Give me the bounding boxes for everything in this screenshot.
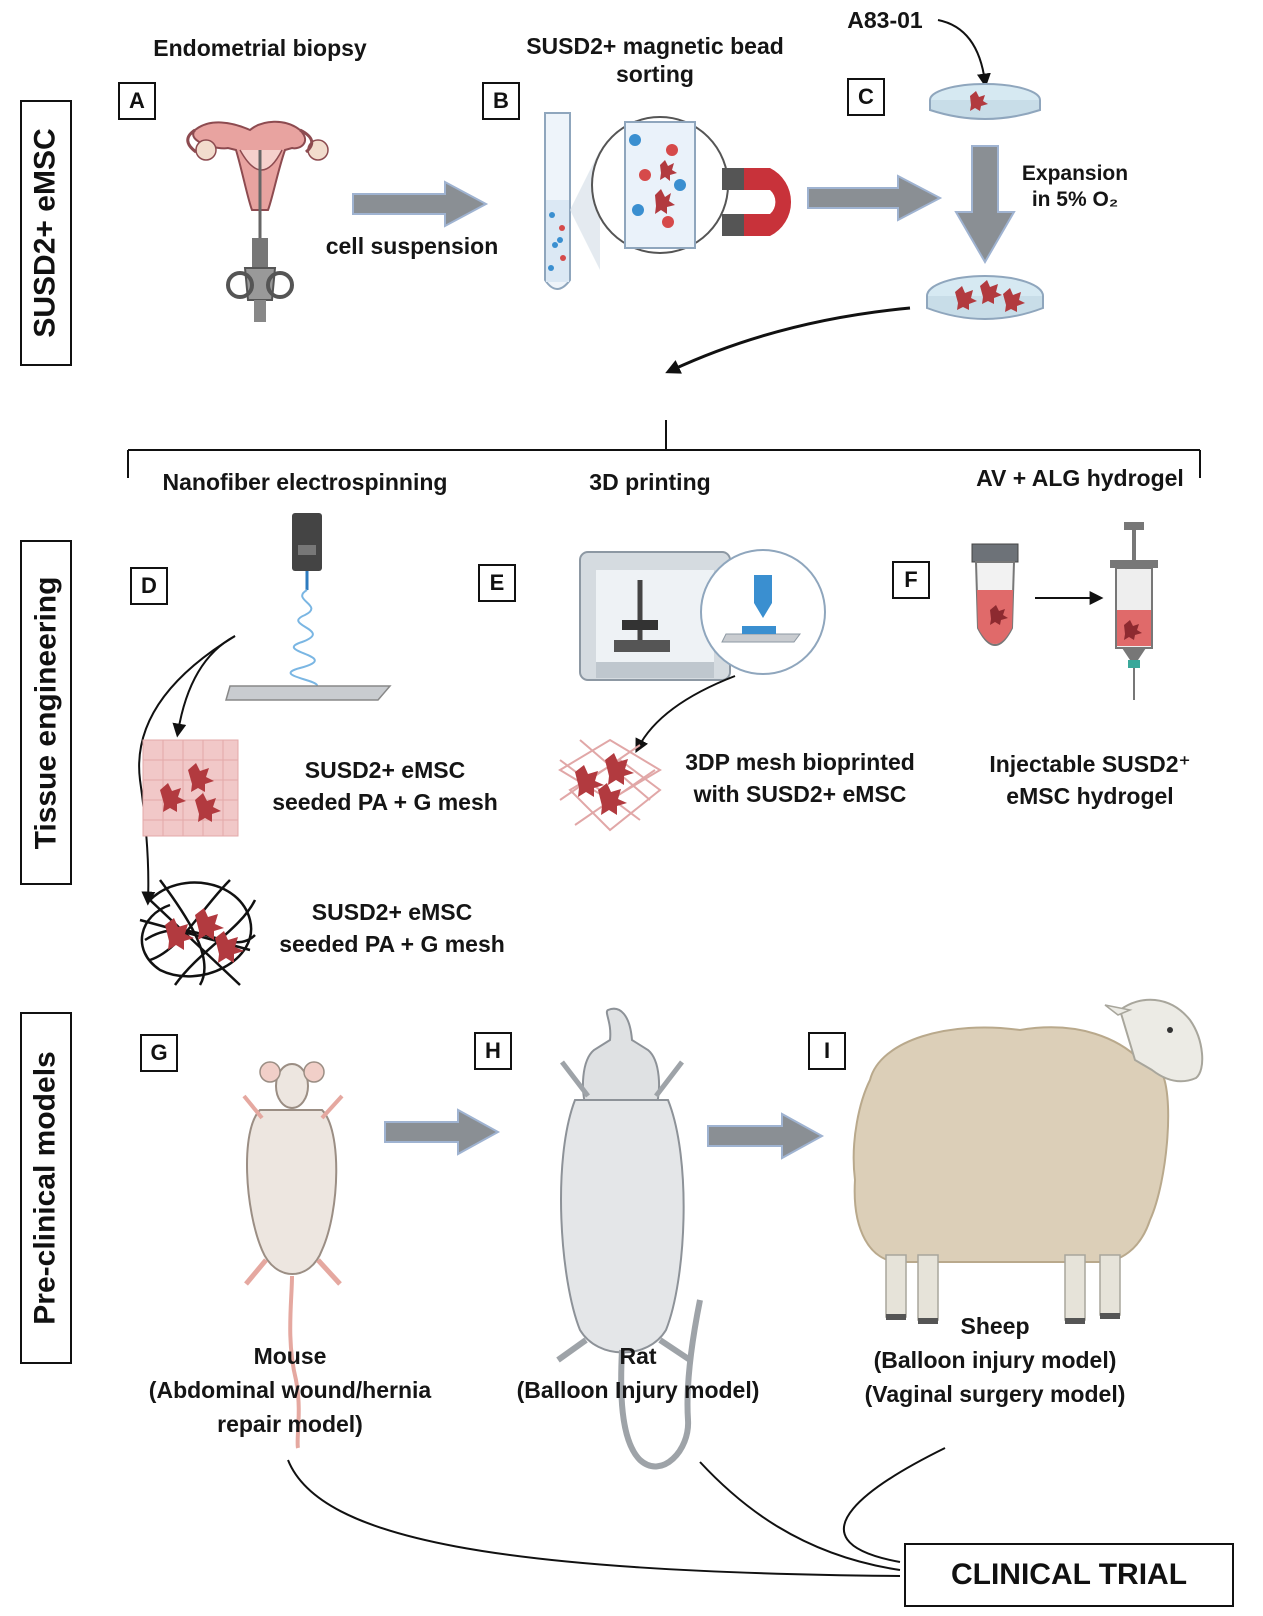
expansion-label-line2: in 5% O₂ [1031, 188, 1119, 211]
petri-dish-top-icon [929, 83, 1041, 120]
mesh2-label-line2: seeded PA + G mesh [279, 931, 505, 957]
mouse-icon [242, 1061, 344, 1449]
mouse-label-line3: repair model) [217, 1411, 363, 1437]
arrow-rat-to-sheep [707, 1112, 825, 1160]
panel-letter-g: G [140, 1034, 178, 1072]
title-electrospinning: Nanofiber electrospinning [162, 469, 448, 495]
arrow-mouse-to-rat [384, 1108, 501, 1156]
title-endometrial-biopsy: Endometrial biopsy [153, 35, 367, 61]
mouse-label-line2: (Abdominal wound/hernia [148, 1377, 432, 1403]
arrow-a-to-b [352, 180, 489, 228]
test-tube-icon [544, 112, 729, 290]
rat-icon [556, 1007, 703, 1470]
section-label-middle: Tissue engineering [20, 540, 72, 885]
sheep-label-line2: (Balloon injury model) [873, 1347, 1117, 1373]
title-3d-printing: 3D printing [589, 469, 711, 495]
mesh-square-icon [142, 739, 239, 837]
hydrogel-tube-icon [971, 543, 1019, 646]
panel-letter-f: F [892, 561, 930, 599]
cell-suspension-label: cell suspension [325, 233, 499, 259]
mesh1-label-line1: SUSD2+ eMSC [304, 757, 466, 783]
mesh2-label-line1: SUSD2+ eMSC [311, 899, 473, 925]
sheep-icon [852, 998, 1204, 1324]
section-label-top: SUSD2+ eMSC [20, 100, 72, 366]
print-label-line1: 3DP mesh bioprinted [685, 749, 915, 775]
clinical-trial-box: CLINICAL TRIAL [904, 1543, 1234, 1607]
panel-letter-c: C [847, 78, 885, 116]
curved-arrow-to-tissue [665, 306, 911, 374]
print-nozzle-zoom-icon [700, 549, 826, 675]
printed-mesh-icon [558, 738, 662, 832]
panel-letter-e: E [478, 564, 516, 602]
nanofiber-mesh-icon [139, 879, 257, 986]
bracket-line [127, 420, 1201, 478]
hydrogel-label-line2: eMSC hydrogel [1006, 783, 1174, 809]
petri-dish-bottom-icon [926, 275, 1044, 320]
syringe-icon [1110, 522, 1158, 700]
section-label-bottom: Pre-clinical models [20, 1012, 72, 1364]
electrospinning-icon [225, 513, 392, 701]
title-bead-sorting-line2: sorting [616, 61, 694, 87]
panel-letter-d: D [130, 567, 168, 605]
panel-letter-b: B [482, 82, 520, 120]
title-hydrogel: AV + ALG hydrogel [976, 465, 1184, 491]
print-label-line2: with SUSD2+ eMSC [693, 781, 907, 807]
sheep-label-line3: (Vaginal surgery model) [864, 1381, 1126, 1407]
reagent-arrow [937, 19, 991, 88]
sheep-label-name: Sheep [960, 1313, 1030, 1339]
arrow-down-expansion [954, 145, 1016, 264]
panel-letter-i: I [808, 1032, 846, 1070]
panel-letter-h: H [474, 1032, 512, 1070]
mesh1-label-line2: seeded PA + G mesh [272, 789, 498, 815]
expansion-label-line1: Expansion [1021, 162, 1129, 185]
clinical-trial-connectors [287, 1447, 946, 1577]
3d-printer-icon [579, 551, 731, 681]
arrow-b-to-c [807, 174, 943, 222]
rat-label-line2: (Balloon Injury model) [516, 1377, 760, 1403]
mouse-label-name: Mouse [253, 1343, 327, 1369]
hydrogel-label-line1: Injectable SUSD2⁺ [989, 751, 1191, 777]
panel-letter-a: A [118, 82, 156, 120]
reagent-label: A83-01 [847, 7, 923, 33]
nanofiber-cells [165, 908, 244, 963]
rat-label-name: Rat [619, 1343, 657, 1369]
title-bead-sorting-line1: SUSD2+ magnetic bead [526, 33, 784, 59]
magnet-icon [722, 168, 792, 236]
uterus-icon [186, 120, 329, 322]
